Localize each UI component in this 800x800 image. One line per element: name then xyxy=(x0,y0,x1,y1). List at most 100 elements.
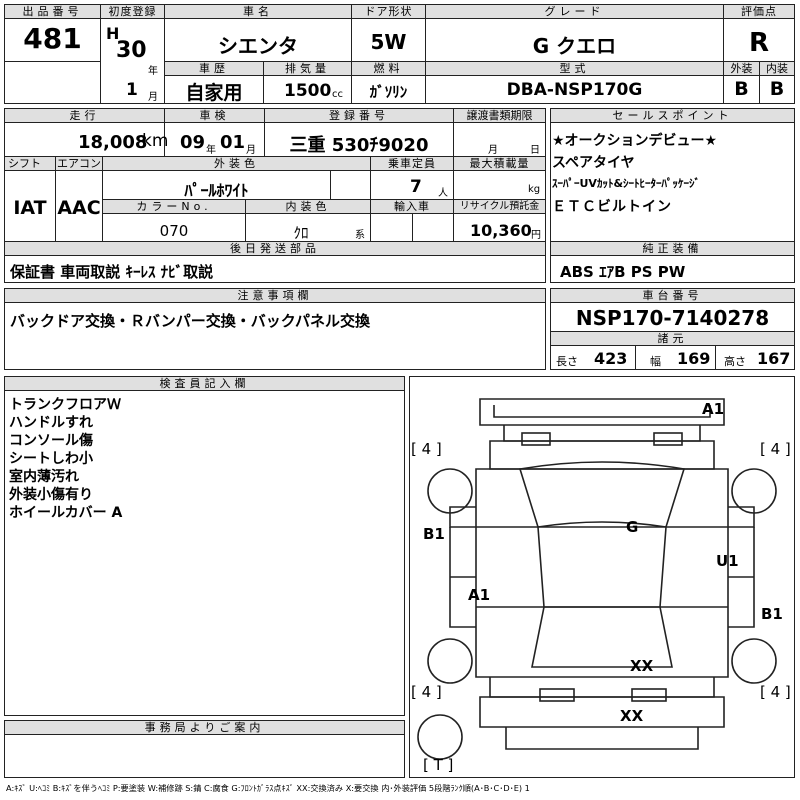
mark-a1-left: A1 xyxy=(468,586,491,604)
tire-rear-left: [ 4 ] xyxy=(411,683,442,701)
mark-xx-bottom: XX xyxy=(620,707,644,725)
color-no: 070 xyxy=(159,222,189,240)
inspector-line-7: ホイールカバー A xyxy=(9,505,123,521)
inspector-header: 検査員記入欄 xyxy=(5,377,404,391)
inspector-line-2: ハンドルすれ xyxy=(9,415,93,431)
mark-a1-front: A1 xyxy=(702,400,725,418)
plate-number: 三重 530ﾁ9020 xyxy=(289,135,429,156)
top-section xyxy=(4,4,795,104)
first-reg-header: 初度登録 xyxy=(101,5,164,19)
inspector-box xyxy=(4,376,405,716)
chassis-header: 車台番号 xyxy=(551,289,794,303)
lot-number: 481 xyxy=(23,22,82,55)
inspection-month: 01 xyxy=(220,132,246,153)
int-score: B xyxy=(769,78,785,100)
car-outline xyxy=(417,398,777,760)
grade: G クエロ xyxy=(532,34,617,58)
selling-points-header: セールスポイント xyxy=(551,109,794,123)
inspection-year-unit: 年 xyxy=(206,145,216,156)
office-header: 事務局よりご案内 xyxy=(5,721,404,735)
length-value: 423 xyxy=(594,349,628,368)
fuel: ｶﾞｿﾘﾝ xyxy=(369,83,408,101)
door-type: 5W xyxy=(370,30,407,54)
notes-text: バックドア交換・Ｒバンパー交換・バックパネル交換 xyxy=(10,312,371,330)
selling-point-3: ｽｰﾊﾟｰUVｶｯﾄ&ｼｰﾄﾋｰﾀｰﾊﾟｯｹｰｼﾞ xyxy=(552,177,701,190)
inspector-line-1: トランクフロアＷ xyxy=(9,397,121,413)
mileage: 18,008 xyxy=(78,132,148,153)
reg-year: 30 xyxy=(116,38,147,63)
selling-point-1: ★オークションデビュー★ xyxy=(552,133,718,149)
aircon: AAC xyxy=(57,197,101,219)
shift: IAT xyxy=(13,197,47,219)
inspector-line-6: 外装小傷有り xyxy=(9,487,93,503)
dims-header: 諸元 xyxy=(551,332,794,346)
car-history: 自家用 xyxy=(185,82,243,104)
inspection-month-unit: 月 xyxy=(246,145,256,156)
reg-year-unit: 年 xyxy=(148,66,158,77)
later-items-text: 保証書 車両取説 ｷｰﾚｽ ﾅﾋﾞ取説 xyxy=(10,263,214,281)
equipment-header: 純正装備 xyxy=(551,242,794,256)
width-value: 169 xyxy=(677,349,711,368)
car-name: シエンタ xyxy=(218,34,298,58)
model-header: 型式 xyxy=(426,62,723,76)
selling-points-box xyxy=(550,108,795,256)
width-label: 幅 xyxy=(650,355,661,368)
mark-u1-right: U1 xyxy=(716,552,739,570)
mark-g-center: G xyxy=(626,518,639,536)
recycle-fee: 10,360 xyxy=(470,221,532,240)
color-no-header: カラーNo. xyxy=(103,200,245,214)
ext-score: B xyxy=(734,78,749,100)
inspector-line-5: 室内薄汚れ xyxy=(9,469,79,485)
chassis-number: NSP170-7140278 xyxy=(575,306,770,330)
tire-front-left: [ 4 ] xyxy=(411,440,442,458)
recycle-unit: 円 xyxy=(531,230,541,241)
capacity-header: 乗車定員 xyxy=(371,157,453,171)
height-label: 高さ xyxy=(724,355,746,368)
score-header: 評価点 xyxy=(724,5,794,19)
reg-month: 1 xyxy=(126,80,138,100)
era-mark: H xyxy=(106,24,120,43)
grade-header: グレード xyxy=(426,5,723,19)
notes-header: 注意事項欄 xyxy=(5,289,545,303)
lot-no-header: 出品番号 xyxy=(5,5,100,19)
later-items-header: 後日発送部品 xyxy=(5,242,545,256)
inspector-line-3: コンソール傷 xyxy=(9,433,93,449)
later-items-box xyxy=(4,241,546,283)
mileage-unit: km xyxy=(142,131,169,151)
mark-xx-rear: XX xyxy=(630,657,654,675)
score: R xyxy=(748,28,770,58)
length-label: 長さ xyxy=(556,355,578,368)
selling-point-4: ＥＴＣビルトイン xyxy=(552,199,672,215)
interior-color-header: 内装色 xyxy=(246,200,370,214)
vehicle-info-section xyxy=(4,108,546,256)
import-header: 輸入車 xyxy=(371,200,453,214)
exterior-color-header: 外装色 xyxy=(103,157,370,171)
mileage-header: 走行 xyxy=(5,109,164,123)
legend: A:ｷｽﾞ U:ﾍｺﾐ B:ｷｽﾞを伴うﾍｺﾐ P:要塗装 W:補修跡 S:錆 … xyxy=(6,783,530,793)
history-header: 車歴 xyxy=(165,62,263,76)
ext-header: 外装 xyxy=(724,62,759,76)
capacity-unit: 人 xyxy=(438,188,448,199)
inspector-line-4: シートしわ小 xyxy=(9,451,93,467)
model-code: DBA-NSP170G xyxy=(506,80,643,100)
height-value: 167 xyxy=(757,349,791,368)
int-header: 内装 xyxy=(760,62,794,76)
tire-front-right: [ 4 ] xyxy=(760,440,791,458)
selling-point-2: スペアタイヤ xyxy=(552,155,635,171)
inspection-header: 車検 xyxy=(165,109,264,123)
max-load-unit: kg xyxy=(528,184,541,195)
recycle-header: リサイクル預託金 xyxy=(454,200,545,214)
plate-header: 登録番号 xyxy=(265,109,453,123)
fuel-header: 燃料 xyxy=(352,62,425,76)
spare-tire: [ T ] xyxy=(423,756,454,774)
car-diagram xyxy=(409,376,795,778)
tire-rear-right: [ 4 ] xyxy=(760,683,791,701)
interior-color-unit: 系 xyxy=(355,230,365,241)
reg-month-unit: 月 xyxy=(148,92,158,103)
max-load-header: 最大積載量 xyxy=(454,157,545,171)
car-name-header: 車名 xyxy=(165,5,351,19)
inspection-year: 09 xyxy=(180,132,206,153)
transfer-header: 譲渡書類期限 xyxy=(454,109,545,123)
shift-header: シフト xyxy=(5,157,55,171)
displacement-unit: cc xyxy=(332,89,343,100)
